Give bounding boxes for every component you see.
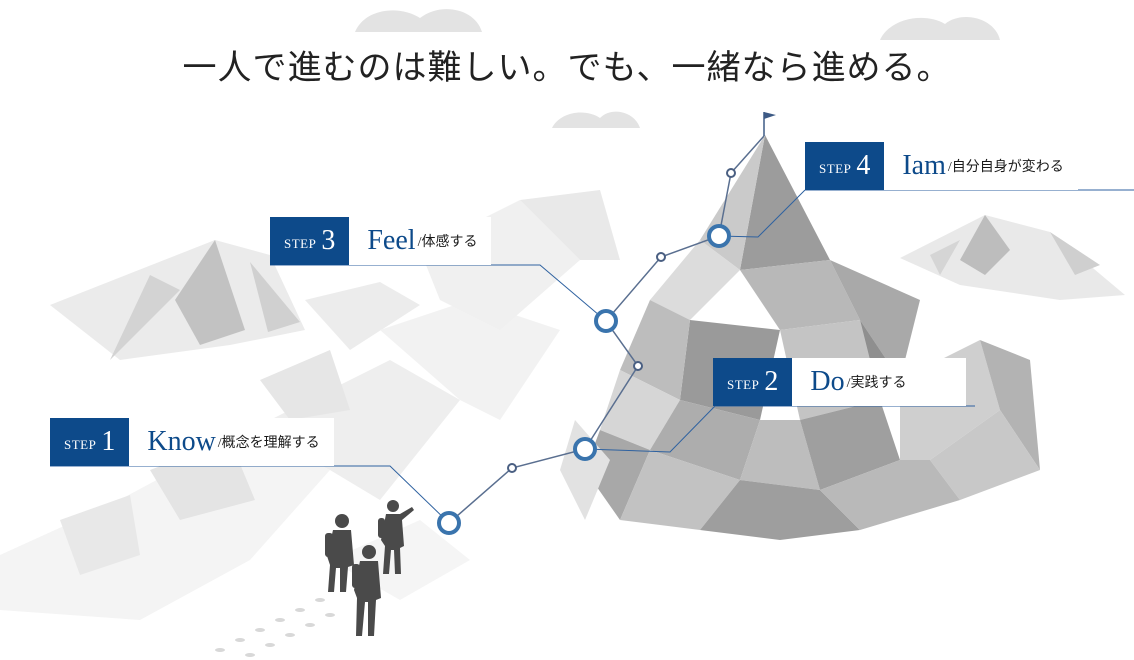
footprints [215,598,335,657]
step-title: Do [810,366,845,397]
step-title: Iam [902,150,946,181]
step-number: 1 [101,426,116,457]
hikers-silhouette [325,500,414,636]
main-peak [560,135,1040,540]
step-2-label: STEP 2 Do /実践する [713,358,967,406]
step-subtitle: /実践する [846,376,907,391]
step-subtitle: /概念を理解する [217,436,320,451]
step-3-badge: STEP 3 [270,217,350,265]
step-2-badge: STEP 2 [713,358,793,406]
right-ridge [900,215,1125,300]
step-word: STEP [284,235,317,251]
page-title: 一人で進むのは難しい。でも、一緒なら進める。 [182,48,952,88]
step-1-label: STEP 1 Know /概念を理解する [50,418,334,466]
step-4-text: Iam /自分自身が変わる [884,142,1078,190]
step-word: STEP [64,436,97,452]
step-3-text: Feel /体感する [349,217,492,265]
summit-flag-icon [763,112,776,136]
step-subtitle: /自分自身が変わる [947,160,1064,175]
step-number: 4 [856,150,871,181]
step1-milestone [437,511,461,535]
step-title: Know [147,426,216,457]
step-1-badge: STEP 1 [50,418,130,466]
left-ridge [50,240,420,360]
step-1-text: Know /概念を理解する [129,418,334,466]
step-4-badge: STEP 4 [805,142,885,190]
step-word: STEP [819,160,852,176]
step-3-label: STEP 3 Feel /体感する [270,217,492,265]
step4-milestone [707,224,731,248]
step-title: Feel [367,225,416,256]
step-4-label: STEP 4 Iam /自分自身が変わる [805,142,1078,190]
step3-milestone [594,309,618,333]
leader-lines [50,189,1134,524]
step-subtitle: /体感する [417,235,478,250]
step2-milestone [573,437,597,461]
step-number: 2 [764,366,779,397]
clouds [355,9,1000,128]
climbing-route [437,135,765,535]
step-word: STEP [727,376,760,392]
step-2-text: Do /実践する [792,358,967,406]
step-number: 3 [321,225,336,256]
